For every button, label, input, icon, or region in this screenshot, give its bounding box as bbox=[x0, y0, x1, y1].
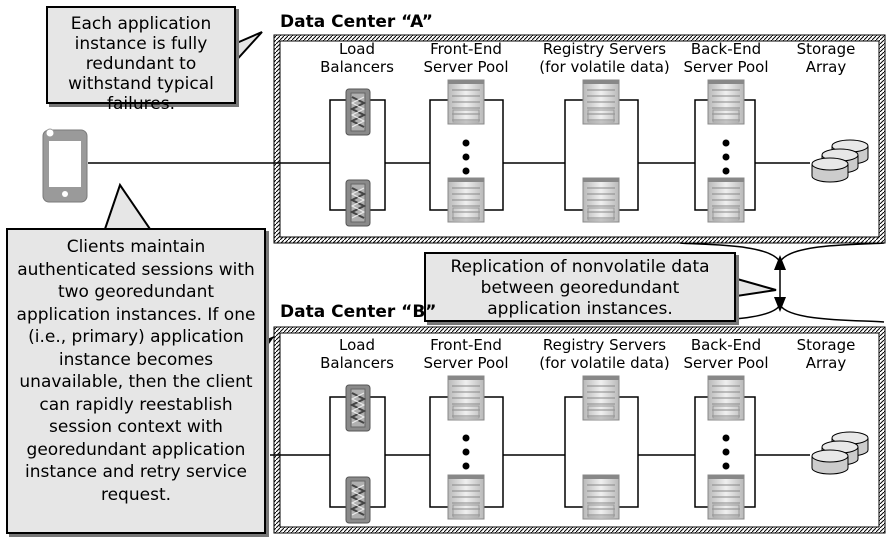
smartphone-icon bbox=[42, 128, 88, 203]
arrow-down-icon bbox=[774, 297, 786, 312]
clients-callout: Clients maintain authenticated sessions … bbox=[6, 228, 266, 534]
redundancy-callout: Each application instance is fully redun… bbox=[46, 6, 236, 114]
column-header-registry: Registry Servers(for volatile data) bbox=[539, 336, 670, 372]
replication-callout-text: Replication of nonvolatile data between … bbox=[450, 257, 710, 319]
replication-callout: Replication of nonvolatile data between … bbox=[424, 252, 736, 322]
ellipsis-dots bbox=[462, 139, 730, 175]
clients-callout-text: Clients maintain authenticated sessions … bbox=[16, 237, 256, 505]
redundancy-callout-text: Each application instance is fully redun… bbox=[68, 14, 214, 114]
data-center-b-frame bbox=[273, 326, 886, 534]
arrow-up-icon bbox=[774, 255, 786, 270]
data-center-a-frame bbox=[273, 34, 886, 244]
data-center-a-title: Data Center “A” bbox=[280, 12, 433, 32]
ellipsis-dots bbox=[462, 434, 730, 470]
column-header-registry: Registry Servers(for volatile data) bbox=[539, 40, 670, 76]
data-center-b-title: Data Center “B” bbox=[280, 302, 437, 322]
